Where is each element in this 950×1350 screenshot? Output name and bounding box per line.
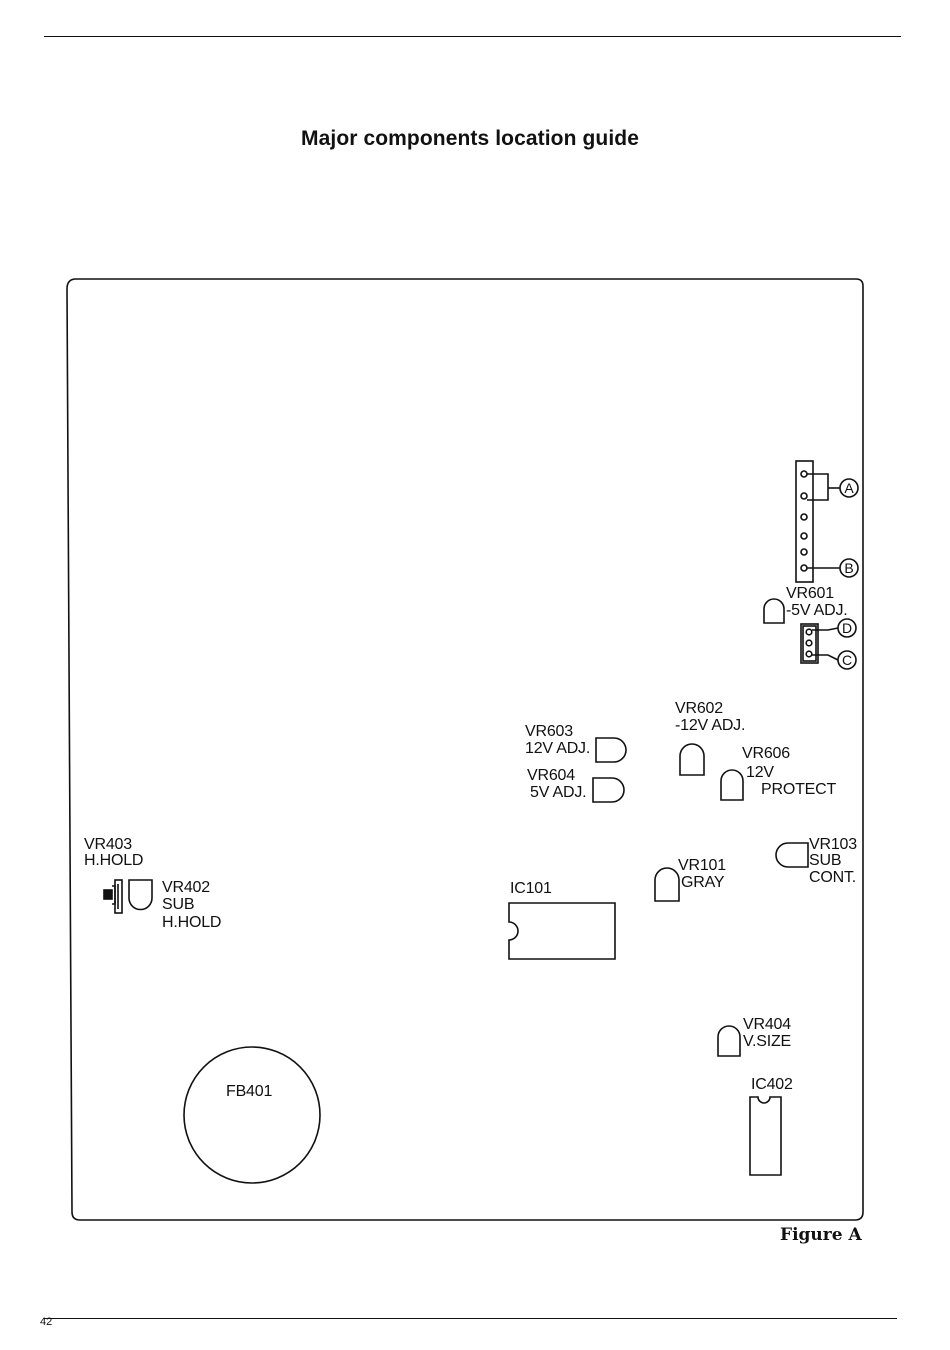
ic101-ref: IC101: [510, 880, 552, 897]
vr602-desc: -12V ADJ.: [675, 717, 745, 734]
vr403-control: [104, 880, 122, 913]
vr601-ref: VR601: [786, 585, 834, 602]
connector-c-label: C: [838, 652, 856, 669]
vr603-desc: 12V ADJ.: [525, 740, 590, 757]
vr604-desc: 5V ADJ.: [530, 784, 586, 801]
vr602-ref: VR602: [675, 700, 723, 717]
bottom-rule: [44, 1318, 897, 1319]
vr604-ref: VR604: [527, 767, 575, 784]
ic402-ref: IC402: [751, 1076, 793, 1093]
ic402-package: [750, 1097, 781, 1175]
vr101-desc: GRAY: [681, 874, 724, 891]
vr101-trimmer: [655, 868, 679, 901]
page-number: 42: [40, 1316, 52, 1328]
ic101-package: [509, 903, 615, 959]
vr103-trimmer: [776, 843, 808, 867]
vr606-ref: VR606: [742, 745, 790, 762]
vr103-desc1: SUB: [809, 852, 841, 869]
vr404-ref: VR404: [743, 1016, 791, 1033]
vr403-desc: H.HOLD: [84, 852, 143, 869]
vr601-desc: -5V ADJ.: [786, 602, 848, 619]
vr101-ref: VR101: [678, 857, 726, 874]
vr103-desc2: CONT.: [809, 869, 856, 886]
connector-b-label: B: [840, 560, 858, 577]
vr603-ref: VR603: [525, 723, 573, 740]
vr103-ref: VR103: [809, 836, 857, 853]
vr402-trimmer: [129, 880, 152, 910]
vr606-trimmer: [721, 770, 743, 800]
vr603-trimmer: [596, 738, 626, 762]
vr402-desc1: SUB: [162, 896, 194, 913]
vr606-desc2: PROTECT: [761, 781, 836, 798]
fb401-circle: [184, 1047, 320, 1183]
vr601-trimmer: [764, 599, 784, 623]
vr606-desc1: 12V: [746, 764, 774, 781]
vr404-trimmer: [718, 1026, 740, 1056]
vr602-trimmer: [680, 744, 704, 775]
vr404-desc: V.SIZE: [743, 1033, 791, 1050]
vr604-trimmer: [593, 778, 624, 802]
vr403-ref: VR403: [84, 836, 132, 853]
vr402-desc2: H.HOLD: [162, 914, 221, 931]
connector-a-label: A: [840, 480, 858, 497]
fb401-ref: FB401: [226, 1083, 272, 1100]
figure-caption: Figure A: [780, 1225, 862, 1245]
connector-d-label: D: [838, 620, 856, 637]
vr402-ref: VR402: [162, 879, 210, 896]
